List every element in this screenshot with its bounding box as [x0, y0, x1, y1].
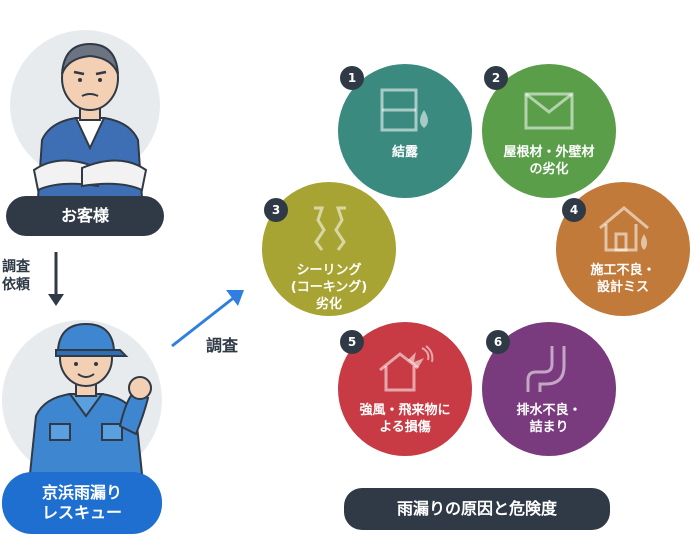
cause-label: 施工不良・ 設計ミス	[590, 263, 656, 295]
cause-number: 4	[562, 198, 586, 222]
down-arrow-icon	[48, 252, 64, 306]
house-drop-icon	[599, 206, 649, 252]
cause-number: 3	[264, 198, 288, 222]
diagram-caption: 雨漏りの原因と危険度	[344, 488, 610, 530]
customer-illustration	[32, 42, 148, 199]
envelope-crack-icon	[524, 92, 574, 130]
cause-label: 結露	[391, 145, 418, 160]
cause-number: 2	[484, 66, 508, 90]
cause-number: 5	[340, 330, 364, 354]
request-label: 調査 依頼	[2, 259, 30, 293]
cause-label: 屋根材・外壁材 の劣化	[503, 145, 595, 177]
cause-number: 6	[486, 330, 510, 354]
cause-label: 排水不良・ 詰まり	[516, 403, 582, 435]
sealing-crack-icon	[314, 206, 346, 251]
house-impact-icon	[379, 345, 434, 392]
investigate-label: 調査	[206, 336, 239, 355]
cause-label: シーリング (コーキング) 劣化	[290, 263, 368, 312]
customer-label: お客様	[6, 196, 164, 236]
rescue-label: 京浜雨漏り レスキュー	[2, 472, 162, 534]
cause-number: 1	[340, 66, 364, 90]
cause-sealing-deterioration: シーリング (コーキング) 劣化	[262, 182, 396, 316]
cause-label: 強風・飛来物に よる損傷	[359, 403, 451, 435]
diagonal-arrow-icon	[171, 290, 244, 348]
rescue-illustration	[28, 322, 152, 474]
drain-pipe-icon	[526, 346, 566, 392]
condensation-icon	[380, 88, 428, 132]
